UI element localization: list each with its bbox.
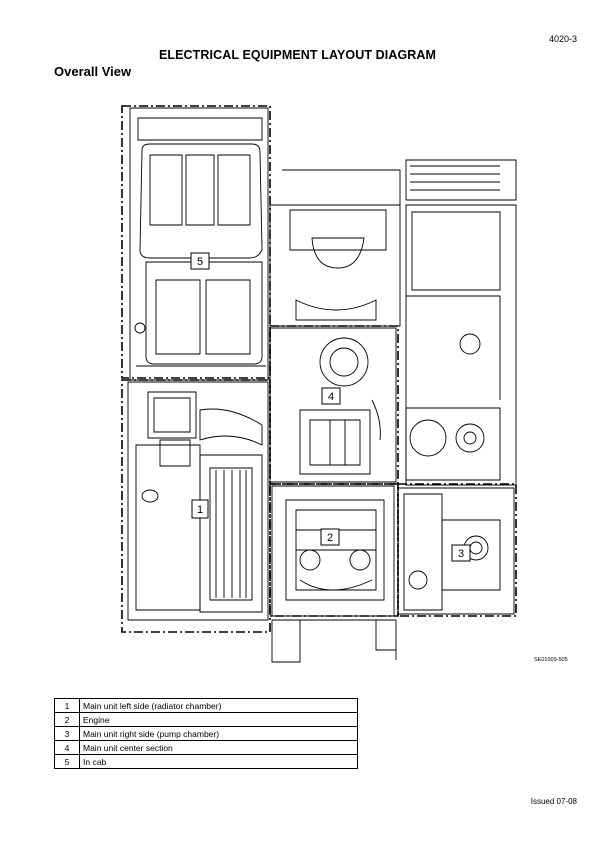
callout-3: 3 <box>458 548 464 560</box>
legend-number: 5 <box>54 754 80 769</box>
cab-outline <box>129 107 269 381</box>
legend-number: 3 <box>54 726 80 741</box>
legend-text: Main unit left side (radiator chamber) <box>79 698 358 713</box>
page-title: ELECTRICAL EQUIPMENT LAYOUT DIAGRAM <box>158 48 437 62</box>
issued-footer: Issued 07-08 <box>530 797 577 806</box>
legend-row: 2 Engine <box>54 712 358 727</box>
callout-5: 5 <box>197 256 203 268</box>
legend-text: Main unit center section <box>79 740 358 755</box>
legend-row: 5 In cab <box>54 754 358 769</box>
legend-text: Main unit right side (pump chamber) <box>79 726 358 741</box>
legend-number: 4 <box>54 740 80 755</box>
legend-text: Engine <box>79 712 358 727</box>
legend-number: 1 <box>54 698 80 713</box>
legend-text: In cab <box>79 754 358 769</box>
legend-number: 2 <box>54 712 80 727</box>
center-section-outline <box>269 327 397 483</box>
diagram-reference-code: SE01009-505 <box>534 657 568 663</box>
legend-row: 4 Main unit center section <box>54 740 358 755</box>
legend-row: 3 Main unit right side (pump chamber) <box>54 726 358 741</box>
callout-1: 1 <box>197 504 203 516</box>
page-number: 4020-3 <box>548 34 577 44</box>
legend-row: 1 Main unit left side (radiator chamber) <box>54 698 358 713</box>
legend-table: 1 Main unit left side (radiator chamber)… <box>54 698 358 769</box>
callout-2: 2 <box>327 532 333 544</box>
radiator-chamber-outline <box>127 381 269 621</box>
callout-4: 4 <box>328 391 334 403</box>
section-subtitle: Overall View <box>54 64 132 79</box>
